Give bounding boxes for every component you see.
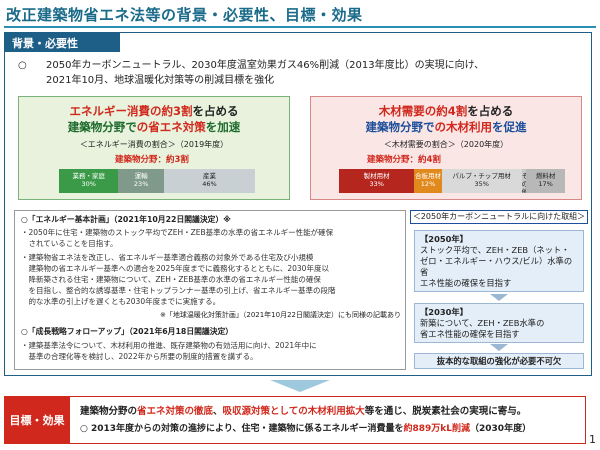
goal-line-2: ○ 2013年度からの対策の進捗により、住宅・建築物に係るエネルギー消費量を約8… [80,421,531,434]
segment-percent: 46% [202,180,217,188]
wood-pointer: 建築物分野：約4割 [367,155,441,165]
carbon-neutral-roadmap: ＜2050年カーボンニュートラルに向けた取組＞ 【2050年】 ストック平均で、… [410,210,588,370]
energy-headline-action: を加速 [205,120,241,134]
segment-label: 合板用材 [415,172,442,180]
energy-plan-heading: ○「エネルギー基本計画」（2021年10月22日閣議決定）※ [21,215,231,224]
roadmap-arrow-down [490,294,508,301]
roadmap-conclusion: 抜本的な取組の強化が必要不可欠 [414,353,584,369]
wood-headline-key: 木材需要 [378,104,425,118]
roadmap-heading: ＜2050年カーボンニュートラルに向けた取組＞ [410,210,588,224]
segment-label: その他用材 [521,172,527,193]
segment-percent: 17% [538,180,553,188]
wood-headline-2: 建築物分野での木材利用を促進 [311,119,581,135]
wood-chart-caption: ＜木材需要の割合＞（2020年度） [383,140,509,149]
roadmap-2050-line-1: ストック平均で、ZEH・ZEB（ネット・ [420,245,570,255]
wood-headline-measure: の木材利用 [434,120,493,134]
intro-line-1: 2050年カーボンニュートラル、2030年度温室効果ガス46%削減（2013年度… [46,60,485,71]
growth-strategy-heading: ○「成長戦略フォローアップ」（2021年6月18日閣議決定） [21,327,234,336]
energy-headline-tail: を占める [192,104,239,118]
intro-line-2: 2021年10月、地球温暖化対策等の削減目標を強化 [46,75,275,86]
segment-label: 業務・家庭 [72,172,105,180]
energy-plan-item-2-line-4: を目指し、整合的な誘導基準・住宅トップランナー基準の引上げ、省エネルギー基準の段… [21,286,336,295]
roadmap-2030-line-1: 新築について、ZEH・ZEB水準の [420,318,545,328]
goal-line-1: 建築物分野の省エネ対策の徹底、吸収源対策としての木材利用拡大等を通じ、脱炭素社会… [80,403,526,417]
page-number: 1 [589,433,596,446]
energy-headline-measure: の省エネ対策 [136,120,206,134]
segment-percent: 30% [81,180,96,188]
energy-plan-item-2-line-3: 降新築される住宅・建築物について、ZEH・ZEB基準の水準の省エネルギー性能の確… [21,275,321,284]
roadmap-2050: 【2050年】 ストック平均で、ZEH・ZEB（ネット・ ゼロ・エネルギー・ハウ… [414,230,584,292]
segment-percent: 12% [420,180,436,188]
segment-label: 製材用材 [363,172,390,180]
plan-footnote: ※「地球温暖化対策計画」（2021年10月22日閣議決定）にも同様の記載あり [160,311,401,319]
wood-headline-action: を促進 [492,120,527,134]
energy-plan-item-2-line-1: ・建築物省エネ法を改正し、省エネルギー基準適合義務の対象外である住宅及び小規模 [21,253,314,262]
growth-strategy-line-2: 基準の合理化等を検討し、2022年から所要の制度的措置を講ずる。 [21,352,258,361]
energy-pointer: 建築物分野：約3割 [115,155,189,165]
energy-headline-ratio: の約3割 [149,104,193,118]
goal-highlight-reduction: 約889万kL削減 [403,424,471,434]
energy-plan-item-2-line-5: 的な水準の引上げを遅くとも2030年度までに実施する。 [21,297,221,306]
goal-text: 、 [213,406,223,417]
wood-headline-1: 木材需要の約4割を占める [311,103,581,119]
goal-section [4,396,586,444]
goal-text: 等を通じ、脱炭素社会の実現に寄与。 [364,406,527,417]
segment-label: 産業 [202,172,216,180]
roadmap-2030: 【2030年】 新築について、ZEH・ZEB水準の 省エネ性能の確保を目指す [414,303,584,343]
segment-percent: 35% [474,180,489,188]
wood-headline-sector: 建築物分野で [365,120,435,134]
background-tab: 背景・必要性 [4,32,120,52]
roadmap-2050-line-3: エネ性能の確保を目指す [420,278,512,288]
energy-chart-caption: ＜エネルギー消費の割合＞（2019年度） [79,140,229,149]
roadmap-2030-line-2: 省エネ性能の確保を目指す [420,329,520,339]
energy-headline-sector: 建築物分野で [67,120,137,134]
title-underline [4,26,596,28]
energy-plan-item-1-line-1: ・2050年に住宅・建築物のストック平均でZEH・ZEB基準の水準の省エネルギー… [21,228,334,237]
growth-strategy-line-1: ・建築基準法令について、木材利用の推進、既存建築物の有効活用に向け、2021年中… [21,341,317,350]
wood-headline-tail: を占める [467,104,514,118]
roadmap-2050-line-2: ゼロ・エネルギー・ハウス/ビル）水準の省 [420,256,573,277]
energy-headline-1: エネルギー消費の約3割を占める [19,103,289,119]
down-arrow [270,380,330,392]
segment-label: 燃料材 [535,172,556,180]
segment-label: パルプ・チップ用材 [452,172,511,180]
roadmap-2030-year: 【2030年】 [420,307,468,317]
energy-headline-2: 建築物分野での省エネ対策を加速 [19,119,289,135]
roadmap-arrow-down [490,344,508,351]
goal-text: （2030年度） [470,424,532,434]
goal-highlight-energy: 省エネ対策の徹底 [137,406,214,417]
energy-plan-item-2-line-2: 建築物の省エネルギー基準への適合を2025年度までに義務化するとともに、2030… [21,264,329,273]
goal-text: 建築物分野の [80,406,138,417]
segment-percent: 23% [133,180,149,188]
energy-panel: エネルギー消費の約3割を占める 建築物分野での省エネ対策を加速 ＜エネルギー消費… [18,96,290,200]
segment-label: 運輸 [134,172,148,180]
bar-segment: その他用材2% [521,169,527,193]
goal-tab: 目標・効果 [4,396,70,444]
roadmap-2050-year: 【2050年】 [420,234,468,244]
wood-headline-ratio: の約4割 [424,104,468,118]
wood-panel: 木材需要の約4割を占める 建築物分野での木材利用を促進 ＜木材需要の割合＞（20… [310,96,582,200]
energy-plan-item-1-line-2: されていることを目指す。 [21,239,118,248]
bullet-circle: ○ [18,60,27,71]
segment-percent: 33% [369,180,384,188]
goal-highlight-wood: 吸収源対策としての木材利用拡大 [222,406,365,417]
energy-headline-key: エネルギー消費 [69,104,150,118]
goal-text: ○ 2013年度からの対策の進捗により、住宅・建築物に係るエネルギー消費量を [80,424,404,434]
page-title: 改正建築物省エネ法等の背景・必要性、目標・効果 [6,6,363,24]
policy-plans-box: ○「エネルギー基本計画」（2021年10月22日閣議決定）※ ・2050年に住宅… [14,210,406,370]
